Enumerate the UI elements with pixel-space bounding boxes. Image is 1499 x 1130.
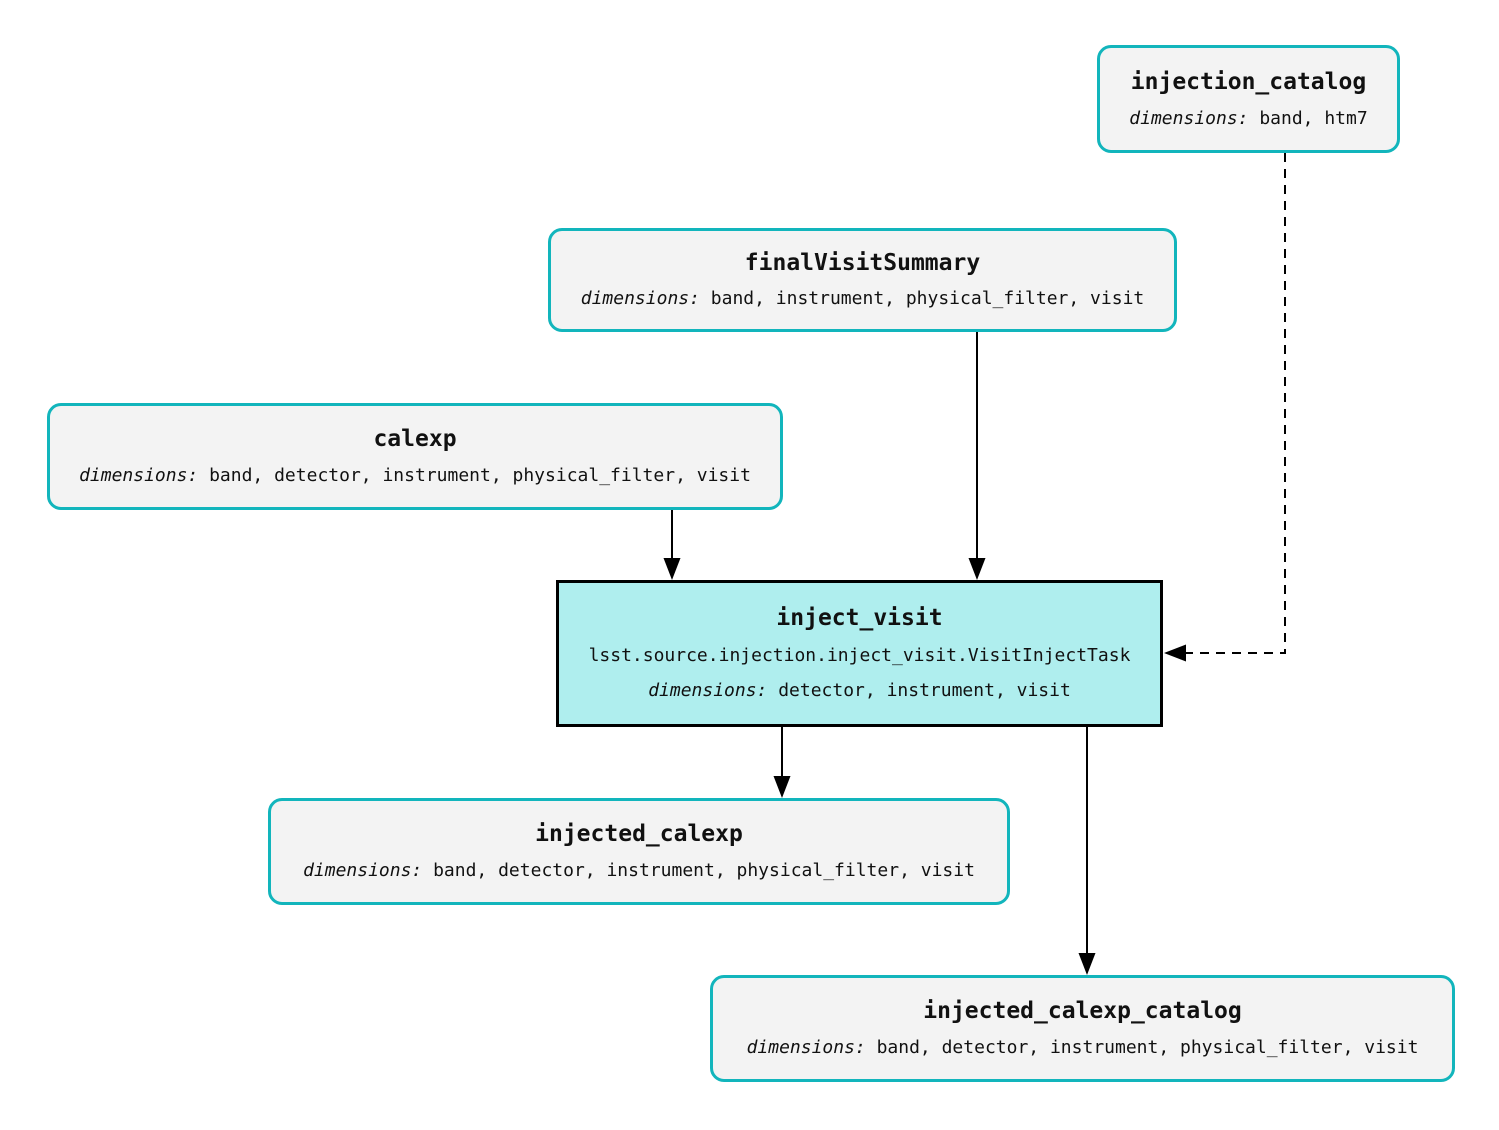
- node-dimensions: dimensions: band, htm7: [1129, 107, 1368, 129]
- edge-inject-visit-to-injected-calexp: [773, 727, 791, 798]
- node-dimensions: dimensions: band, instrument, physical_fi…: [580, 287, 1145, 309]
- node-title: finalVisitSummary: [744, 250, 981, 277]
- node-title: inject_visit: [776, 605, 943, 632]
- edge-finalvisitsummary-to-inject-visit: [968, 332, 986, 580]
- edge-calexp-to-inject-visit: [663, 510, 681, 580]
- node-title: injection_catalog: [1130, 68, 1367, 95]
- node-calexp: calexp dimensions: band, detector, instru…: [47, 403, 783, 510]
- node-dimensions: dimensions: band, detector, instrument, p…: [746, 1036, 1419, 1058]
- dimensions-value: detector, instrument, visit: [778, 680, 1071, 702]
- node-injection-catalog: injection_catalog dimensions: band, htm7: [1097, 45, 1400, 153]
- edge-injection-catalog-to-inject-visit: [1164, 153, 1286, 662]
- node-dimensions: dimensions: detector, instrument, visit: [648, 681, 1071, 701]
- dimensions-label: dimensions:: [746, 1036, 866, 1058]
- node-title: calexp: [373, 426, 457, 453]
- task-class-path: lsst.source.injection.inject_visit.Visit…: [588, 645, 1131, 667]
- node-title: injected_calexp: [535, 821, 743, 848]
- dimensions-label: dimensions:: [580, 287, 700, 309]
- dimensions-label: dimensions:: [79, 464, 199, 486]
- node-title: injected_calexp_catalog: [923, 998, 1242, 1025]
- dimensions-value: band, detector, instrument, physical_fil…: [209, 464, 751, 486]
- dimensions-value: band, detector, instrument, physical_fil…: [876, 1036, 1419, 1058]
- node-dimensions: dimensions: band, detector, instrument, p…: [303, 859, 975, 881]
- dimensions-value: band, htm7: [1259, 107, 1368, 129]
- dimensions-label: dimensions:: [1129, 107, 1249, 129]
- edge-inject-visit-to-injected-calexp-catalog: [1078, 727, 1096, 975]
- node-injected-calexp: injected_calexp dimensions: band, detecto…: [268, 798, 1010, 905]
- dimensions-value: band, instrument, physical_filter, visit: [710, 287, 1145, 309]
- node-inject-visit-task: inject_visit lsst.source.injection.injec…: [556, 580, 1163, 727]
- dimensions-value: band, detector, instrument, physical_fil…: [433, 859, 975, 881]
- node-finalvisitsummary: finalVisitSummary dimensions: band, instr…: [548, 228, 1177, 332]
- node-dimensions: dimensions: band, detector, instrument, p…: [79, 464, 751, 486]
- node-injected-calexp-catalog: injected_calexp_catalog dimensions: band,…: [710, 975, 1455, 1082]
- dimensions-label: dimensions:: [303, 859, 423, 881]
- dimensions-label: dimensions:: [648, 680, 768, 702]
